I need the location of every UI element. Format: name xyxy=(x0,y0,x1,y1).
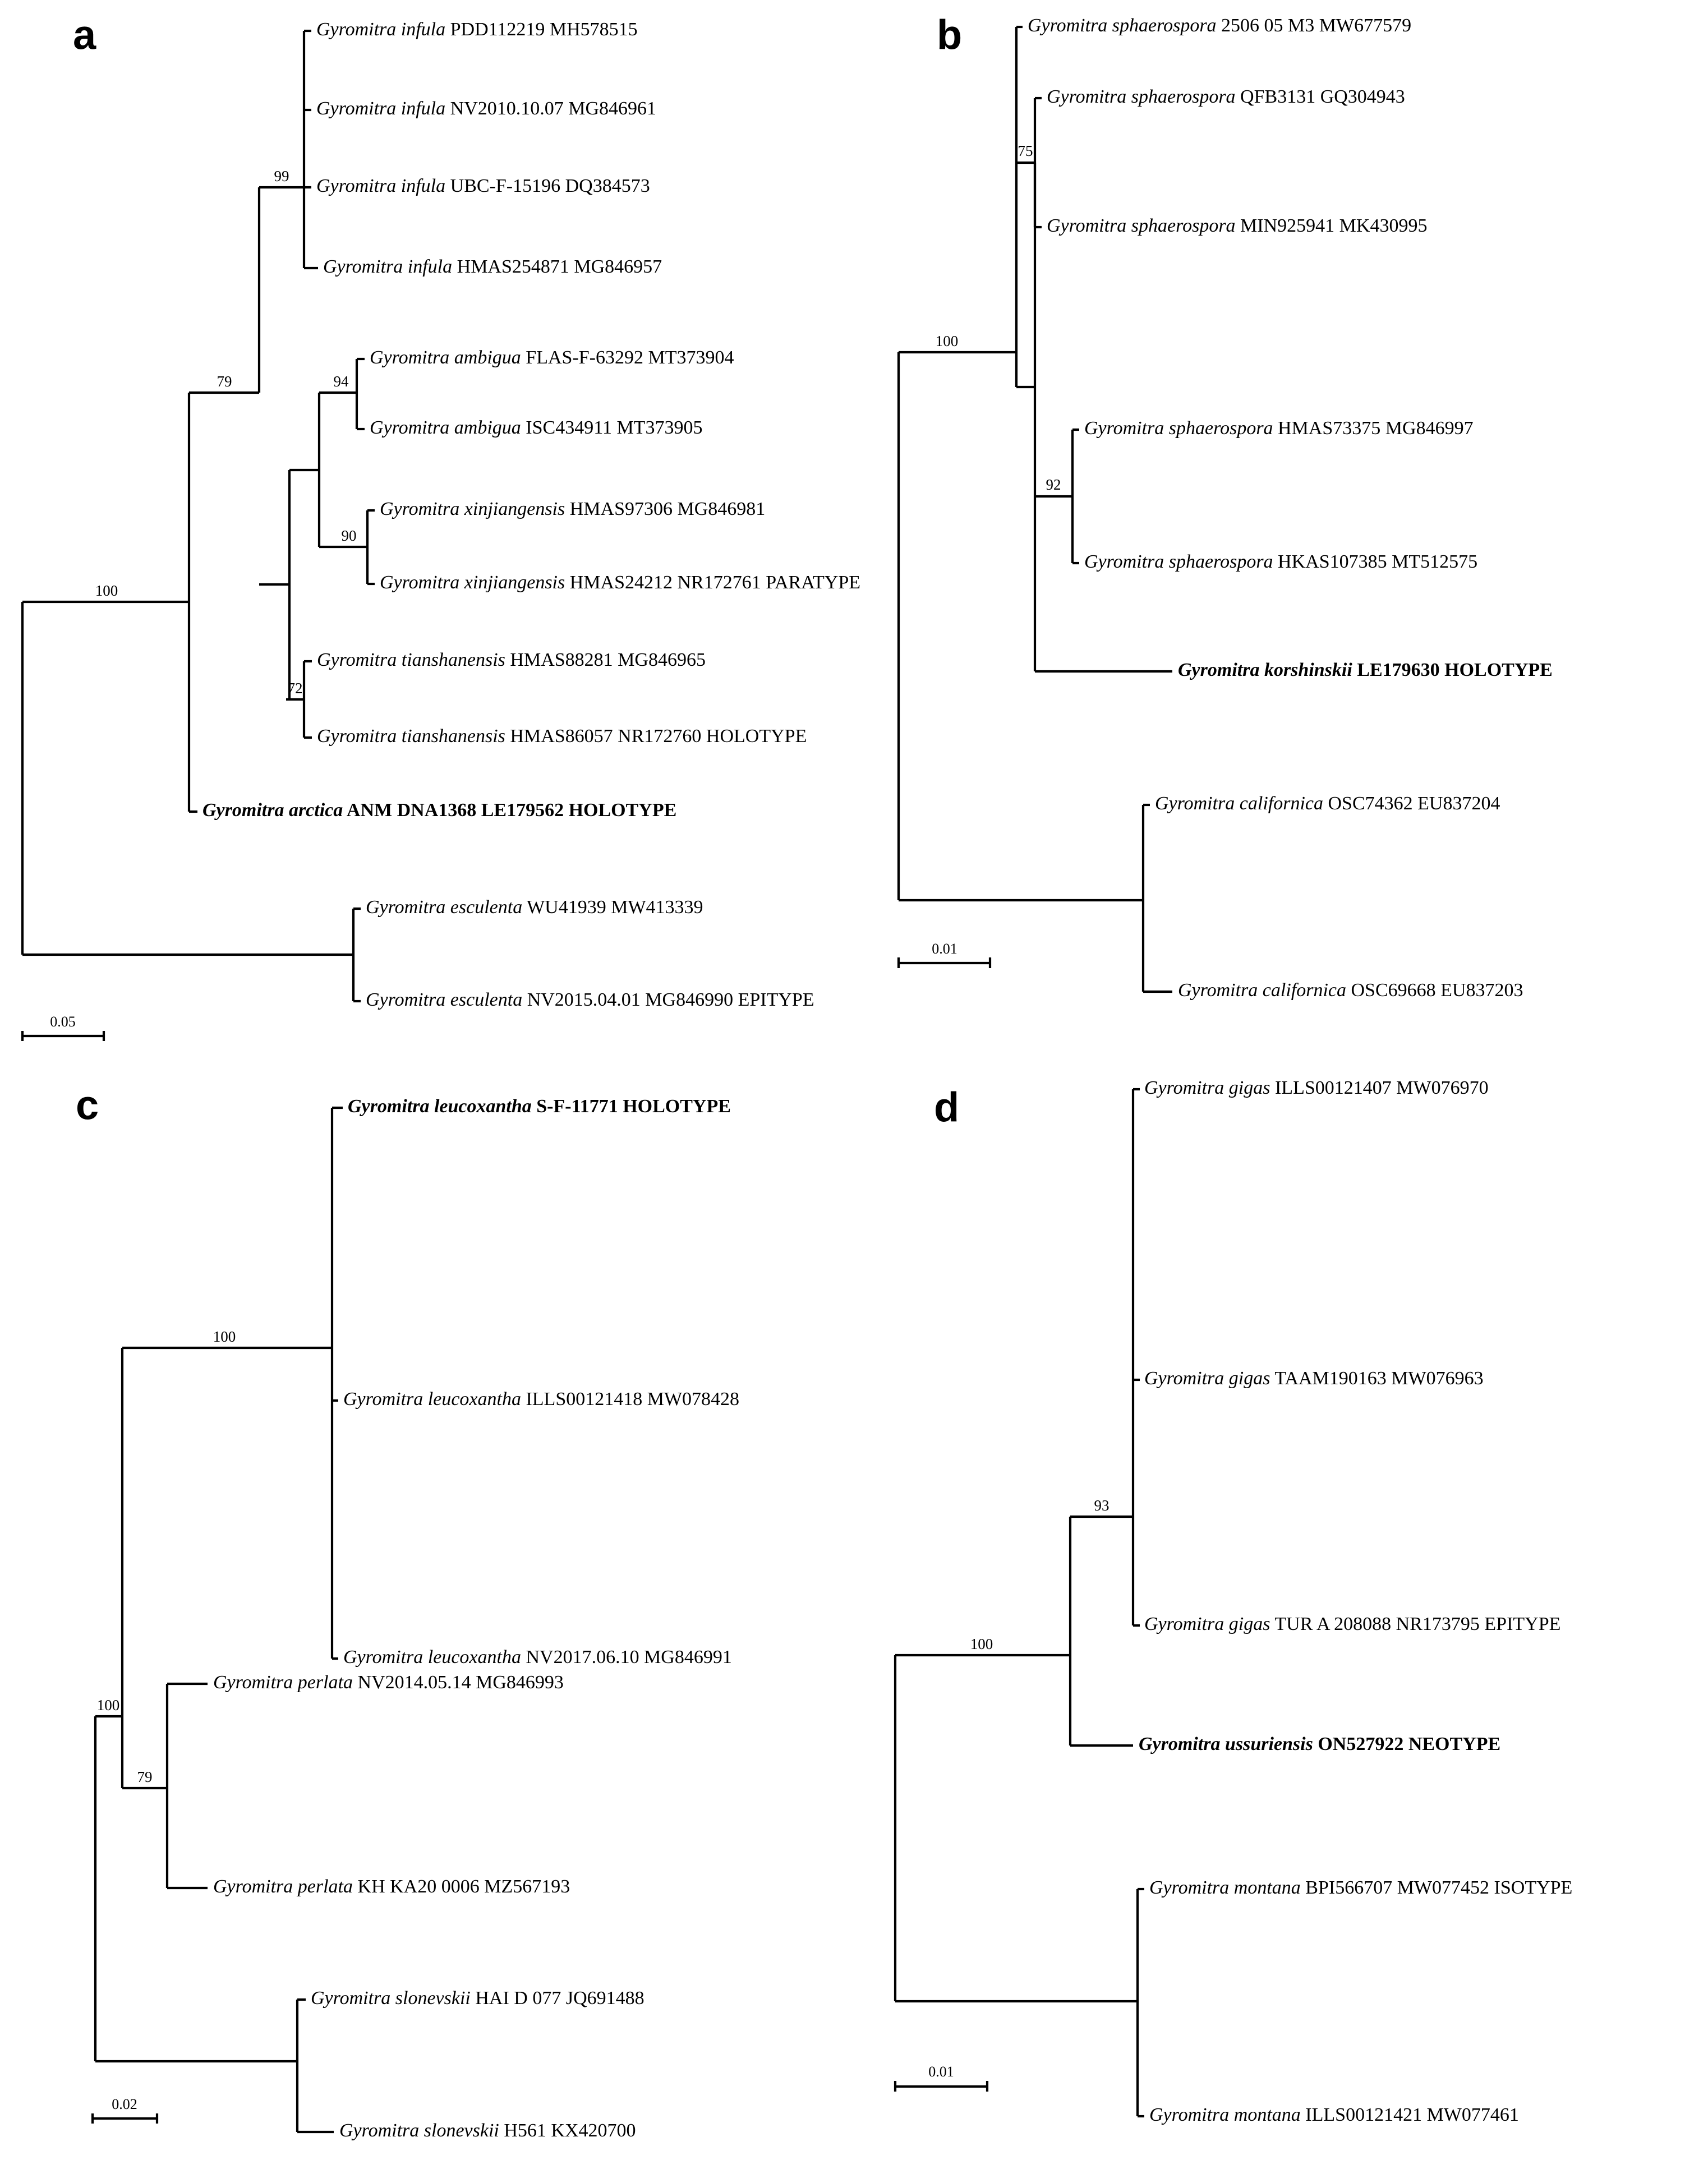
tip-label-b-5: Gyromitra sphaerospora HKAS107385 MT5125… xyxy=(1084,551,1477,572)
panel-d: d 93 100 Gyromitra gigas ILLS00121407 MW… xyxy=(875,1054,1708,2160)
tip-label-b-4: Gyromitra sphaerospora HMAS73375 MG84699… xyxy=(1084,418,1474,439)
panel-c: c 100 79 100 Gyromitra leucoxantha S-F-1… xyxy=(0,1054,875,2160)
scale-bar-d-label: 0.01 xyxy=(928,2064,954,2080)
tip-label-a-10: Gyromitra tianshanensis HMAS86057 NR1727… xyxy=(317,726,807,747)
tip-label-d-1: Gyromitra gigas ILLS00121407 MW076970 xyxy=(1144,1077,1489,1098)
panel-a-letter: a xyxy=(73,12,96,58)
tip-label-c-5: Gyromitra perlata KH KA20 0006 MZ567193 xyxy=(213,1876,570,1897)
tip-label-c-2: Gyromitra leucoxantha ILLS00121418 MW078… xyxy=(343,1389,739,1410)
tip-label-b-7: Gyromitra californica OSC74362 EU837204 xyxy=(1155,793,1500,814)
scale-bar-c-label: 0.02 xyxy=(112,2096,137,2112)
tip-label-d-5: Gyromitra montana BPI566707 MW077452 ISO… xyxy=(1149,1877,1572,1898)
bootstrap-a-99: 99 xyxy=(274,168,289,185)
tip-label-a-1: Gyromitra infula PDD112219 MH578515 xyxy=(316,19,638,40)
panel-b-letter: b xyxy=(937,12,962,58)
panel-b: b 75 92 100 Gyromitra sphaerospora 2506 … xyxy=(875,0,1708,1054)
tip-label-a-7: Gyromitra xinjiangensis HMAS97306 MG8469… xyxy=(380,499,765,519)
tip-label-c-6: Gyromitra slonevskii HAI D 077 JQ691488 xyxy=(311,1988,644,2009)
tip-label-c-3: Gyromitra leucoxantha NV2017.06.10 MG846… xyxy=(343,1647,732,1668)
tip-label-b-1: Gyromitra sphaerospora 2506 05 M3 MW6775… xyxy=(1028,15,1411,36)
tip-label-a-8: Gyromitra xinjiangensis HMAS24212 NR1727… xyxy=(380,572,860,593)
panel-a: a 99 94 90 72 79 100 Gyromitra infula PD xyxy=(0,0,875,1054)
bootstrap-d-100: 100 xyxy=(970,1636,993,1652)
bootstrap-a-79: 79 xyxy=(217,373,232,390)
tip-label-a-9: Gyromitra tianshanensis HMAS88281 MG8469… xyxy=(317,650,706,670)
bootstrap-d-93: 93 xyxy=(1094,1497,1109,1514)
tip-label-a-6: Gyromitra ambigua ISC434911 MT373905 xyxy=(370,417,702,438)
tip-label-b-8: Gyromitra californica OSC69668 EU837203 xyxy=(1178,980,1523,1001)
bootstrap-c-100a: 100 xyxy=(213,1328,236,1345)
tip-label-d-6: Gyromitra montana ILLS00121421 MW077461 xyxy=(1149,2104,1519,2125)
panel-d-letter: d xyxy=(934,1084,959,1131)
bootstrap-b-75: 75 xyxy=(1018,142,1033,159)
tip-label-c-1: Gyromitra leucoxantha S-F-11771 HOLOTYPE xyxy=(348,1096,731,1117)
scale-bar-b: 0.01 xyxy=(897,941,992,968)
scale-bar-b-label: 0.01 xyxy=(932,941,957,957)
bootstrap-a-94: 94 xyxy=(334,373,349,390)
tip-label-b-6: Gyromitra korshinskii LE179630 HOLOTYPE xyxy=(1178,660,1553,680)
tip-label-b-2: Gyromitra sphaerospora QFB3131 GQ304943 xyxy=(1047,86,1405,107)
tip-label-c-4: Gyromitra perlata NV2014.05.14 MG846993 xyxy=(213,1672,564,1693)
panel-c-letter: c xyxy=(76,1082,99,1129)
bootstrap-b-92: 92 xyxy=(1046,476,1061,493)
scale-bar-a-label: 0.05 xyxy=(50,1014,76,1030)
tip-label-a-12: Gyromitra esculenta WU41939 MW413339 xyxy=(366,897,703,918)
scale-bar-d: 0.01 xyxy=(894,2064,989,2092)
tip-label-b-3: Gyromitra sphaerospora MIN925941 MK43099… xyxy=(1047,215,1427,236)
bootstrap-c-100b: 100 xyxy=(97,1697,120,1714)
tip-label-c-7: Gyromitra slonevskii H561 KX420700 xyxy=(339,2120,636,2141)
bootstrap-a-90: 90 xyxy=(342,527,357,544)
scale-bar-c: 0.02 xyxy=(91,2096,159,2124)
bootstrap-b-100: 100 xyxy=(936,333,959,349)
tip-label-a-5: Gyromitra ambigua FLAS-F-63292 MT373904 xyxy=(370,347,734,368)
bootstrap-c-79: 79 xyxy=(137,1768,153,1785)
tip-label-d-4: Gyromitra ussuriensis ON527922 NEOTYPE xyxy=(1139,1734,1500,1754)
tip-label-a-13: Gyromitra esculenta NV2015.04.01 MG84699… xyxy=(366,989,814,1010)
tip-label-d-3: Gyromitra gigas TUR A 208088 NR173795 EP… xyxy=(1144,1614,1560,1634)
tip-label-a-3: Gyromitra infula UBC-F-15196 DQ384573 xyxy=(316,176,650,196)
scale-bar-a: 0.05 xyxy=(21,1014,105,1041)
tip-label-d-2: Gyromitra gigas TAAM190163 MW076963 xyxy=(1144,1368,1484,1389)
tip-label-a-4: Gyromitra infula HMAS254871 MG846957 xyxy=(323,256,662,277)
tip-label-a-2: Gyromitra infula NV2010.10.07 MG846961 xyxy=(316,98,656,119)
tip-label-a-11: Gyromitra arctica ANM DNA1368 LE179562 H… xyxy=(202,800,676,821)
bootstrap-a-100: 100 xyxy=(95,582,118,599)
